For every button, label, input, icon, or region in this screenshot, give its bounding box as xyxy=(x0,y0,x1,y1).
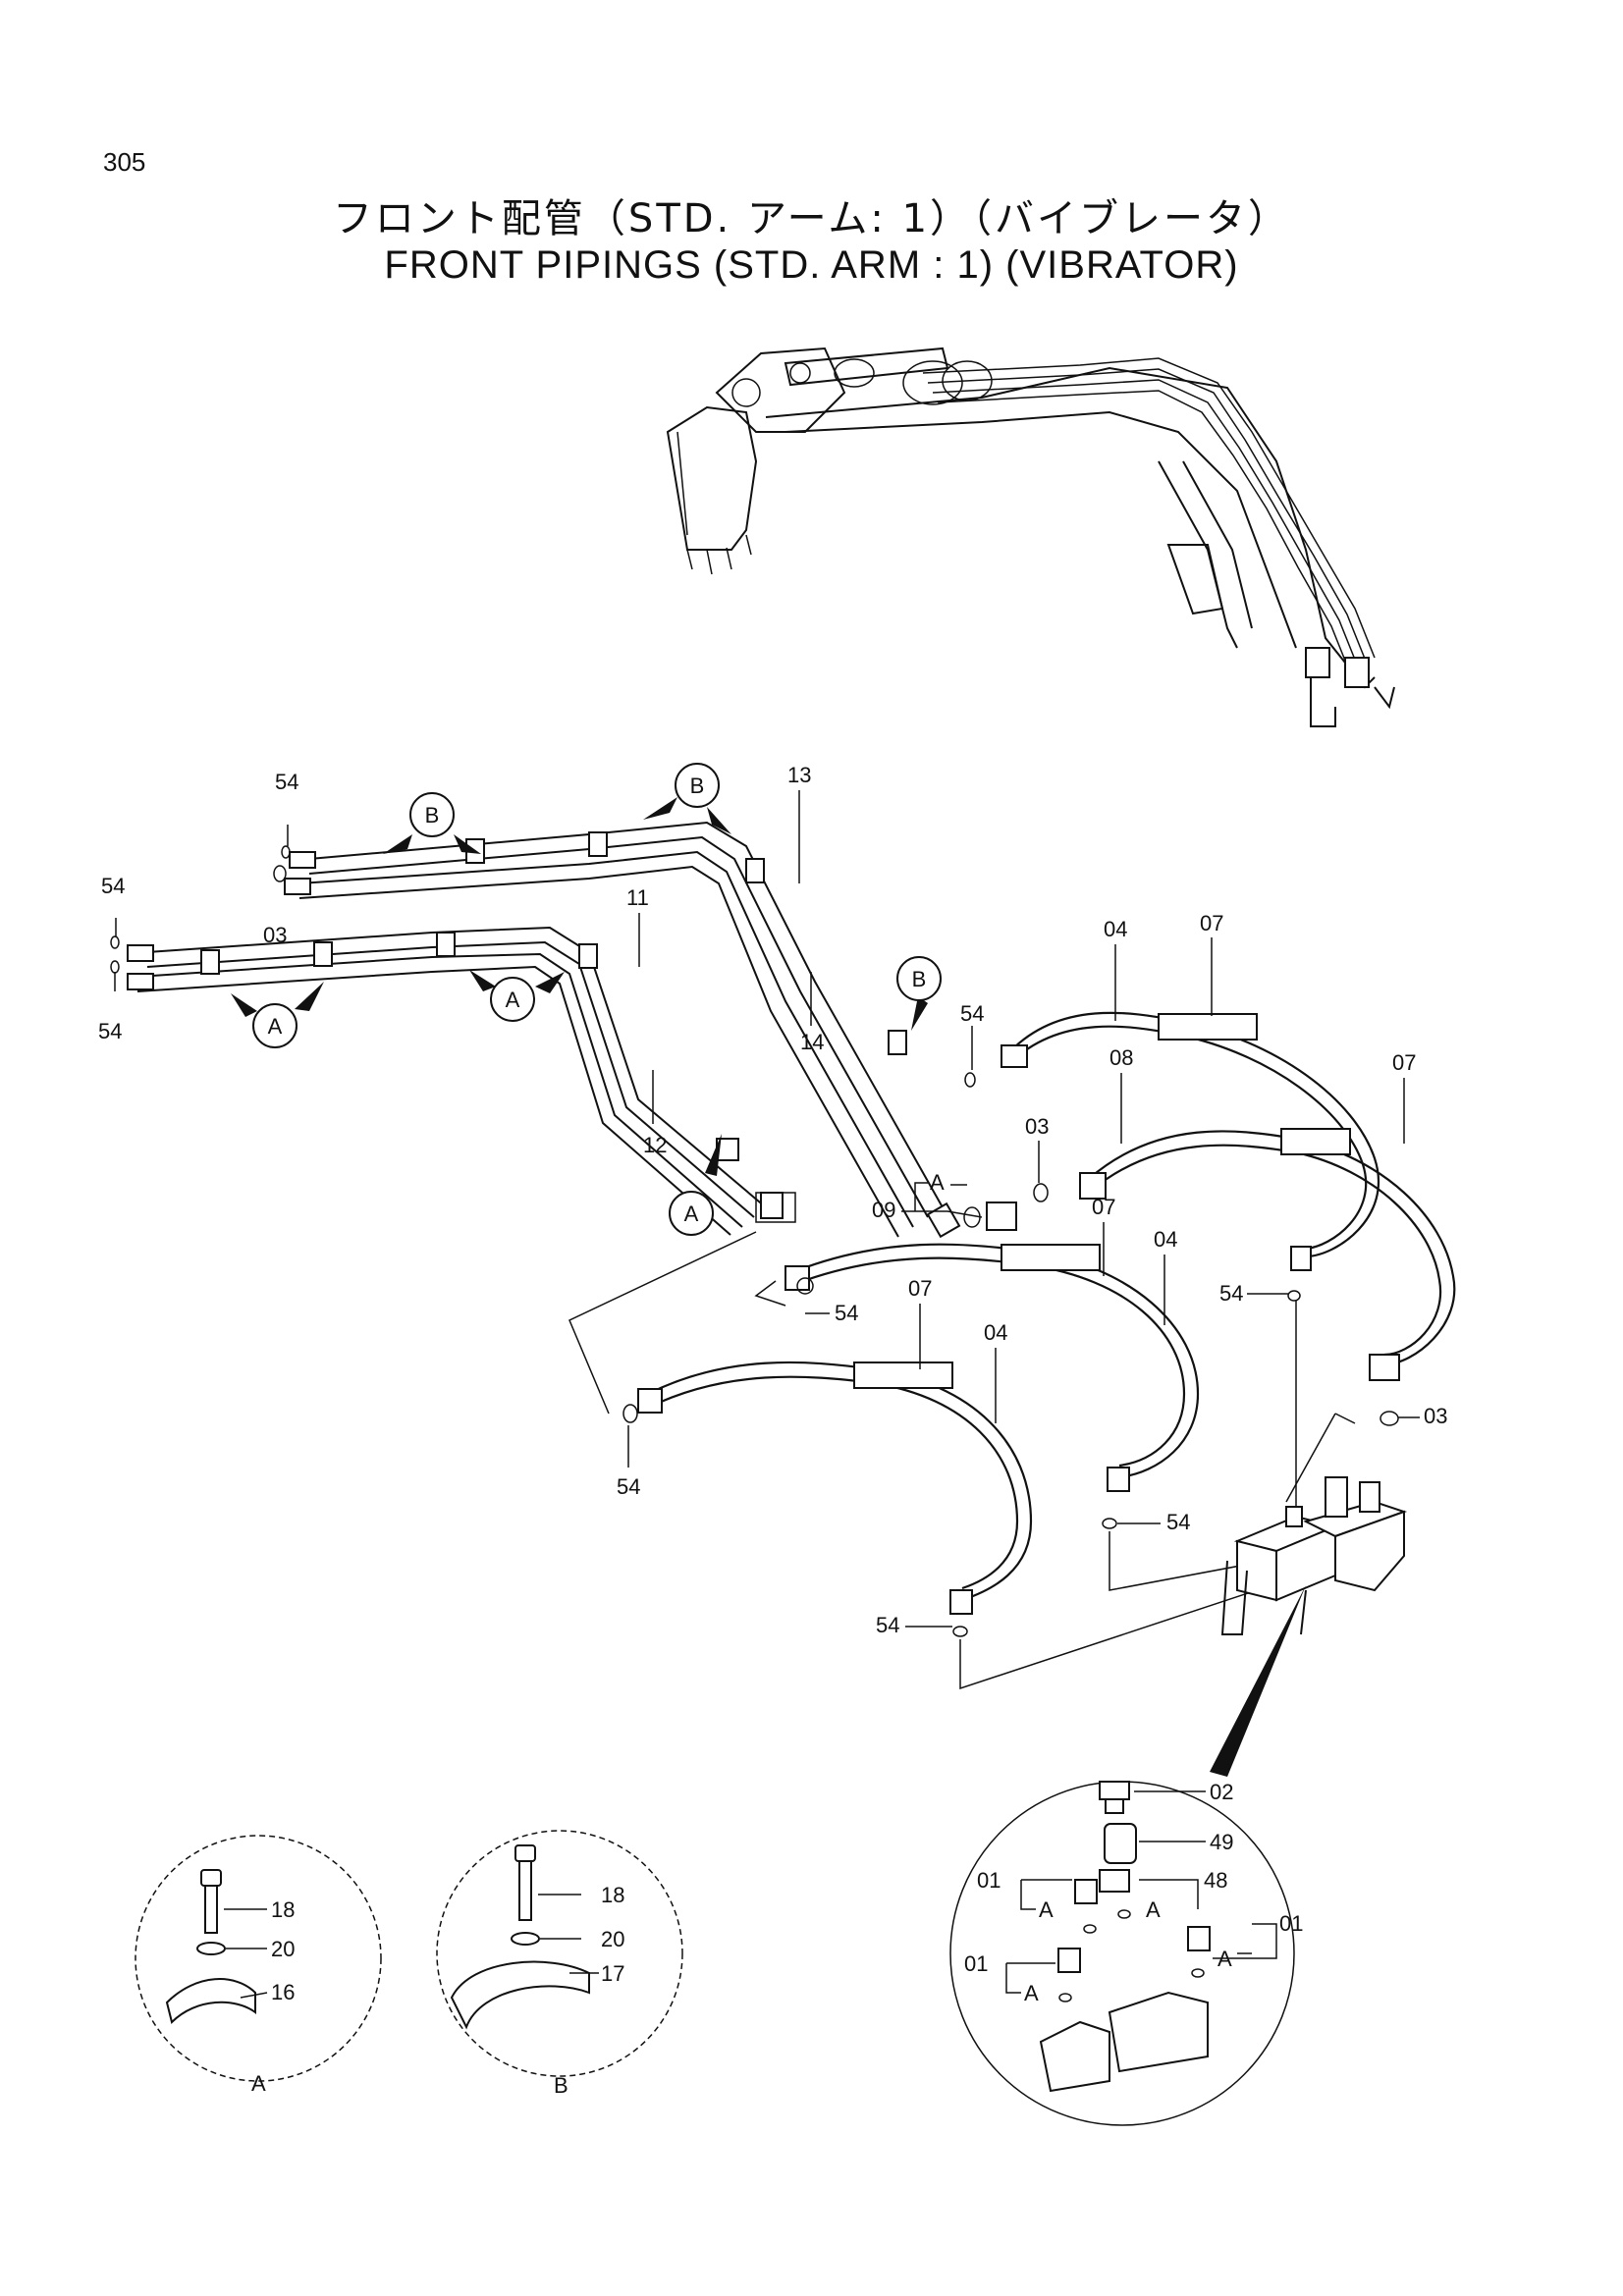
label-03-left: 03 xyxy=(263,923,287,947)
callout-a2: A xyxy=(469,970,565,1022)
label-07-middle: 07 xyxy=(1092,1195,1115,1219)
label-04-lower: 04 xyxy=(984,1320,1007,1345)
label-09-a: A xyxy=(930,1170,945,1195)
callout-b1-label: B xyxy=(425,803,440,828)
detail-valve-label-01-c-sub: A xyxy=(1217,1947,1232,1971)
callout-b3-label: B xyxy=(912,967,927,991)
callout-b2: B xyxy=(643,763,731,834)
leader-lines xyxy=(568,1192,1356,1690)
callout-b3: B xyxy=(896,956,942,1031)
detail-b-label-20: 20 xyxy=(601,1927,624,1951)
label-08: 08 xyxy=(1109,1045,1133,1070)
pipe-set-lower xyxy=(127,926,784,1236)
detail-a-label-20: 20 xyxy=(271,1937,295,1961)
detail-valve-label-01-b: 01 xyxy=(964,1951,988,1976)
label-09: 09 xyxy=(872,1198,895,1222)
detail-a-label-16: 16 xyxy=(271,1980,295,2004)
excavator-overview-illustration xyxy=(666,347,1395,727)
callout-a1: A xyxy=(231,982,324,1048)
label-54-c: 54 xyxy=(835,1301,858,1325)
label-54-left-upper: 54 xyxy=(101,874,125,898)
detail-valve-label-01-c: 01 xyxy=(1279,1911,1303,1936)
detail-b-label-17: 17 xyxy=(601,1961,624,1986)
label-04-top: 04 xyxy=(1104,917,1127,941)
label-07-right: 07 xyxy=(1392,1050,1416,1075)
label-13: 13 xyxy=(787,763,811,787)
o-rings-middle xyxy=(622,1026,1399,1637)
hoses xyxy=(637,1011,1456,1615)
label-12: 12 xyxy=(643,1133,667,1157)
detail-valve-label-48: 48 xyxy=(1204,1868,1227,1893)
detail-view-valve: 02 49 48 A 01 A 01 A 01 A xyxy=(949,1780,1303,2126)
callout-a3: A xyxy=(669,1134,722,1236)
vibrator-valve-assembly xyxy=(1210,1476,1408,1777)
label-54-right: 54 xyxy=(1219,1281,1243,1306)
title-japanese: フロント配管（STD. アーム: 1）（バイブレータ） xyxy=(332,196,1291,241)
detail-valve-label-01-b-sub: A xyxy=(1024,1981,1039,2005)
detail-view-a: 18 20 16 A xyxy=(135,1835,382,2096)
o-rings-left xyxy=(110,825,291,991)
label-11: 11 xyxy=(626,885,649,910)
label-54-top: 54 xyxy=(275,770,298,794)
label-54-bottom-left: 54 xyxy=(617,1474,640,1499)
label-07-lower: 07 xyxy=(908,1276,932,1301)
detail-valve-label-01-a: 01 xyxy=(977,1868,1001,1893)
detail-b-label-18: 18 xyxy=(601,1883,624,1907)
label-03-right: 03 xyxy=(1424,1404,1447,1428)
callout-b1: B xyxy=(383,792,481,854)
detail-b-caption: B xyxy=(554,2073,568,2098)
detail-valve-label-01-a-sub: A xyxy=(1039,1897,1054,1922)
part-labels: 54 54 54 03 13 11 12 14 54 04 07 08 07 0… xyxy=(98,763,1447,1637)
detail-a-caption: A xyxy=(251,2071,266,2096)
callout-a1-label: A xyxy=(268,1014,283,1039)
callout-b2-label: B xyxy=(690,774,705,798)
label-07-top: 07 xyxy=(1200,911,1223,935)
detail-valve-label-48-a: A xyxy=(1146,1897,1161,1922)
pipe-set-upper xyxy=(284,821,961,1239)
label-54-middle: 54 xyxy=(960,1001,984,1026)
label-54-valve: 54 xyxy=(1166,1510,1190,1534)
label-04-middle: 04 xyxy=(1154,1227,1177,1252)
label-54-bottom: 54 xyxy=(876,1613,899,1637)
callout-a3-label: A xyxy=(684,1201,699,1226)
label-14: 14 xyxy=(800,1030,824,1054)
detail-a-label-18: 18 xyxy=(271,1897,295,1922)
detail-view-b: 18 20 17 B xyxy=(436,1830,683,2098)
title-english: FRONT PIPINGS (STD. ARM : 1) (VIBRATOR) xyxy=(384,243,1239,287)
label-03-middle: 03 xyxy=(1025,1114,1049,1139)
detail-valve-label-49: 49 xyxy=(1210,1830,1233,1854)
callout-a2-label: A xyxy=(506,988,520,1012)
label-54-left-lower: 54 xyxy=(98,1019,122,1043)
detail-valve-label-02: 02 xyxy=(1210,1780,1233,1804)
page-number: 305 xyxy=(103,147,146,177)
